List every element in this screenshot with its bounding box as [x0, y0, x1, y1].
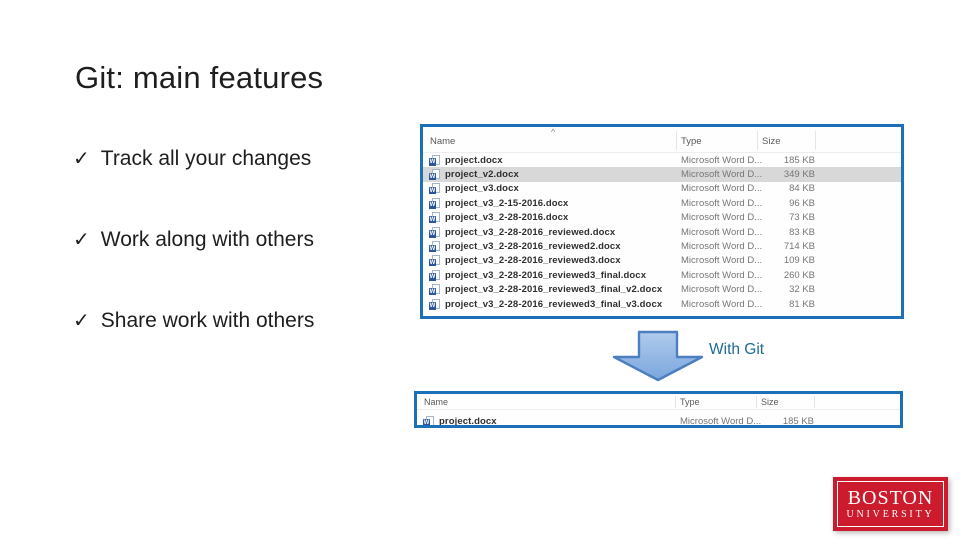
with-git-label: With Git: [709, 341, 765, 358]
word-file-icon: W: [429, 255, 440, 267]
word-file-icon: W: [429, 183, 440, 195]
file-row: W project_v3_2-28-2016_reviewed.docx Mic…: [429, 226, 815, 238]
word-file-icon: W: [429, 212, 440, 224]
sort-ascending-icon: ^: [551, 127, 556, 137]
word-file-icon: W: [429, 226, 440, 238]
file-row: W project_v3_2-28-2016.docx Microsoft Wo…: [429, 212, 815, 224]
logo-line-boston: BOSTON: [847, 486, 934, 509]
check-icon: ✓: [73, 229, 90, 251]
file-row-selected: W project_v2.docx Microsoft Word D... 34…: [423, 167, 901, 182]
column-header-name: Name: [430, 136, 456, 147]
word-file-icon: W: [429, 241, 440, 253]
word-file-icon: W: [429, 284, 440, 296]
word-file-icon: W: [429, 269, 440, 281]
file-list: W project.docx Microsoft Word D... 185 K…: [417, 414, 900, 427]
file-row: W project_v3_2-28-2016_reviewed2.docx Mi…: [429, 241, 815, 253]
file-row: W project_v3_2-28-2016_reviewed3_final_v…: [429, 284, 815, 296]
column-divider: [757, 131, 758, 150]
column-divider: [814, 396, 815, 408]
column-header-type: Type: [681, 136, 702, 147]
bullet-label: Share work with others: [100, 309, 315, 332]
logo-frame: BOSTON UNIVERSITY: [837, 481, 944, 527]
check-icon: ✓: [73, 148, 90, 170]
column-divider: [756, 396, 757, 408]
file-row: W project_v3_2-28-2016_reviewed3_final.d…: [429, 269, 815, 281]
word-file-icon: W: [423, 415, 434, 425]
file-row: W project_v3_2-28-2016_reviewed3_final_v…: [429, 298, 815, 310]
file-row: W project_v3_2-15-2016.docx Microsoft Wo…: [429, 197, 815, 209]
bullet-label: Work along with others: [100, 228, 314, 251]
word-file-icon: W: [429, 197, 440, 209]
file-list: W project.docx Microsoft Word D... 185 K…: [423, 153, 901, 311]
file-row: W project.docx Microsoft Word D... 185 K…: [423, 415, 814, 427]
bullet-share-work: ✓ Share work with others: [73, 308, 314, 333]
bullet-label: Track all your changes: [100, 147, 312, 170]
down-arrow-icon: [612, 330, 704, 382]
column-header-type: Type: [680, 397, 700, 407]
header-divider: [423, 152, 901, 153]
column-header-size: Size: [761, 397, 779, 407]
word-file-icon: W: [429, 169, 440, 181]
logo-line-university: UNIVERSITY: [846, 508, 935, 520]
file-explorer-after: Name Type Size W project.docx Microsoft …: [414, 391, 903, 428]
file-explorer-before: ^ Name Type Size W project.docx Microsof…: [420, 124, 904, 319]
column-divider: [675, 396, 676, 408]
bullet-track-changes: ✓ Track all your changes: [73, 146, 311, 171]
file-row: W project.docx Microsoft Word D... 185 K…: [429, 154, 815, 166]
column-header-size: Size: [762, 136, 781, 147]
word-file-icon: W: [429, 154, 440, 166]
file-row: W project_v3_2-28-2016_reviewed3.docx Mi…: [429, 255, 815, 267]
word-file-icon: W: [429, 298, 440, 310]
file-row: W project_v3.docx Microsoft Word D... 84…: [429, 183, 815, 195]
check-icon: ✓: [73, 310, 90, 332]
column-divider: [815, 131, 816, 150]
header-divider: [417, 409, 900, 410]
column-divider: [676, 131, 677, 150]
bullet-work-along: ✓ Work along with others: [73, 227, 314, 252]
boston-university-logo: BOSTON UNIVERSITY: [833, 477, 948, 531]
page-title: Git: main features: [75, 60, 324, 95]
column-header-name: Name: [424, 397, 449, 407]
